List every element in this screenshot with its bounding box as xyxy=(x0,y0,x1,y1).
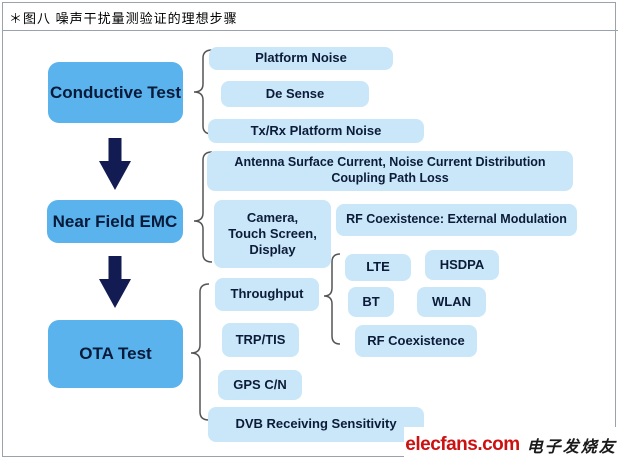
node-wlan: WLAN xyxy=(417,287,486,317)
node-label: Platform Noise xyxy=(255,50,347,66)
node-dvb-receiving-sensitivity: DVB Receiving Sensitivity xyxy=(208,407,424,442)
node-label: GPS C/N xyxy=(233,376,287,392)
node-label-line3: Display xyxy=(249,242,296,258)
node-label-line2: Touch Screen, xyxy=(228,225,317,241)
stage-conductive-test: Conductive Test xyxy=(48,62,183,123)
node-label-line1: Antenna Surface Current, Noise Current D… xyxy=(234,155,546,170)
stage-near-field-emc: Near Field EMC xyxy=(47,200,183,243)
stage-label: Conductive Test xyxy=(50,82,181,102)
stage-ota-test: OTA Test xyxy=(48,320,183,388)
node-gps-cn: GPS C/N xyxy=(218,370,302,400)
node-label: LTE xyxy=(366,259,390,275)
node-hsdpa: HSDPA xyxy=(425,250,499,280)
title-divider xyxy=(2,30,618,31)
stage-label: Near Field EMC xyxy=(52,211,178,231)
node-antenna-surface-current: Antenna Surface Current, Noise Current D… xyxy=(207,151,573,191)
node-label-line1: Camera, xyxy=(246,209,299,225)
node-label-line2: Coupling Path Loss xyxy=(331,171,449,185)
node-platform-noise: Platform Noise xyxy=(209,47,393,70)
node-label: WLAN xyxy=(432,293,471,309)
node-rf-coexistence: RF Coexistence xyxy=(355,325,477,357)
node-label: HSDPA xyxy=(439,256,485,272)
node-bt: BT xyxy=(348,287,394,317)
node-camera-touchscreen-display: Camera, Touch Screen, Display xyxy=(214,200,331,268)
node-lte: LTE xyxy=(345,254,411,281)
elecfans-brand-text: elecfans.com xyxy=(405,433,520,455)
node-throughput: Throughput xyxy=(215,278,319,311)
node-label: RF Coexistence: External Modulation xyxy=(346,212,567,227)
node-label: DVB Receiving Sensitivity xyxy=(235,416,397,432)
node-label: De Sense xyxy=(265,85,325,101)
node-rf-coexistence-external-modulation: RF Coexistence: External Modulation xyxy=(336,204,577,236)
figure-caption: ＊图八 噪声干扰量测验证的理想步骤 xyxy=(9,11,238,26)
elecfans-chinese-text: 电子发烧友 xyxy=(526,436,617,456)
node-label: BT xyxy=(362,293,380,309)
stage-label: OTA Test xyxy=(79,344,152,363)
node-label: TRP/TIS xyxy=(235,331,286,347)
node-de-sense: De Sense xyxy=(221,81,369,107)
elecfans-logo: elecfans.com 电子发烧友 xyxy=(404,427,618,462)
node-label: Throughput xyxy=(230,286,304,302)
node-label: RF Coexistence xyxy=(367,332,465,348)
node-tx-rx-platform-noise: Tx/Rx Platform Noise xyxy=(208,119,424,143)
node-label: Tx/Rx Platform Noise xyxy=(250,122,382,138)
node-trp-tis: TRP/TIS xyxy=(222,323,299,357)
